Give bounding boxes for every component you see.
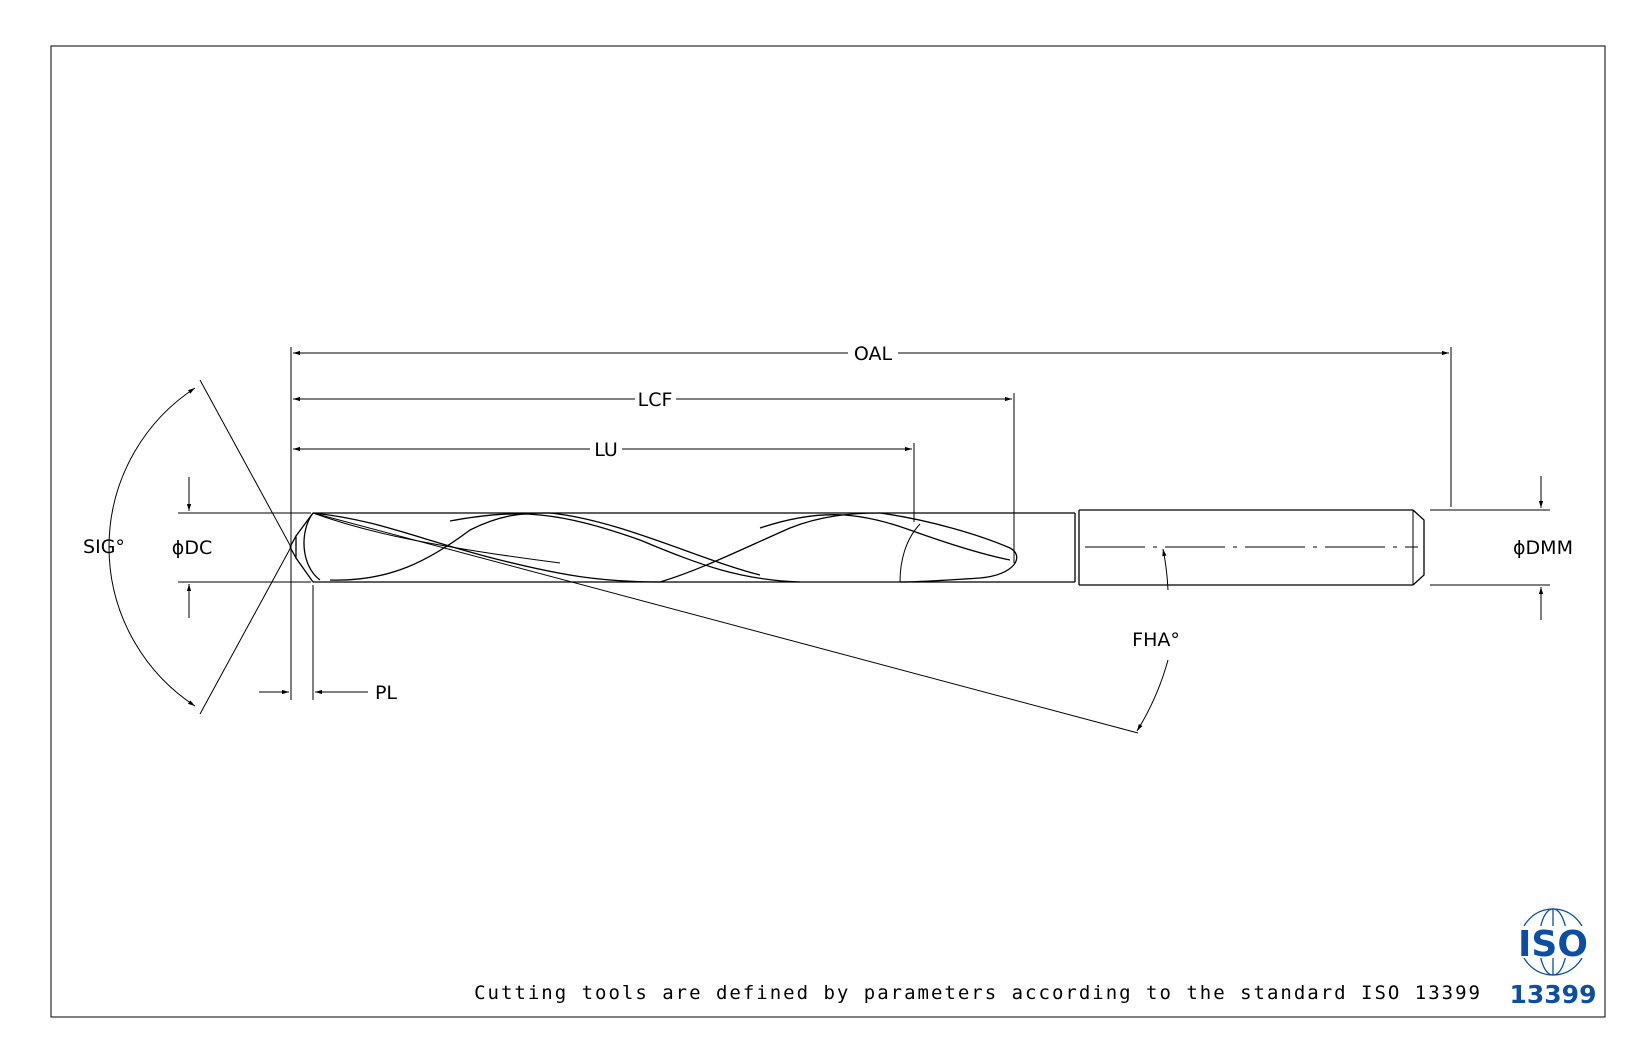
drawing-frame — [50, 45, 1606, 1018]
fha-dimension — [312, 512, 1169, 734]
iso-logo-text: ISO — [1518, 924, 1588, 965]
standard-caption: Cutting tools are defined by parameters … — [474, 982, 1482, 1004]
drill-flutes — [303, 512, 1018, 583]
iso-logo: ISO 13399 — [1510, 908, 1597, 1009]
fha-label: FHA° — [1132, 629, 1180, 651]
lcf-label: LCF — [638, 389, 673, 411]
oal-label: OAL — [854, 343, 893, 365]
sig-dimension — [108, 379, 292, 715]
dmm-dimension — [1430, 476, 1550, 620]
lcf-dimension — [293, 393, 1015, 563]
oal-dimension — [293, 347, 1452, 507]
pl-label: PL — [375, 682, 397, 704]
iso-logo-number: 13399 — [1510, 980, 1597, 1009]
dmm-label: ϕDMM — [1513, 537, 1573, 559]
lu-dimension — [293, 443, 915, 522]
sig-label: SIG° — [83, 536, 125, 558]
drill-outline — [289, 509, 1425, 586]
lu-label: LU — [594, 439, 618, 461]
dc-label: ϕDC — [172, 537, 212, 559]
